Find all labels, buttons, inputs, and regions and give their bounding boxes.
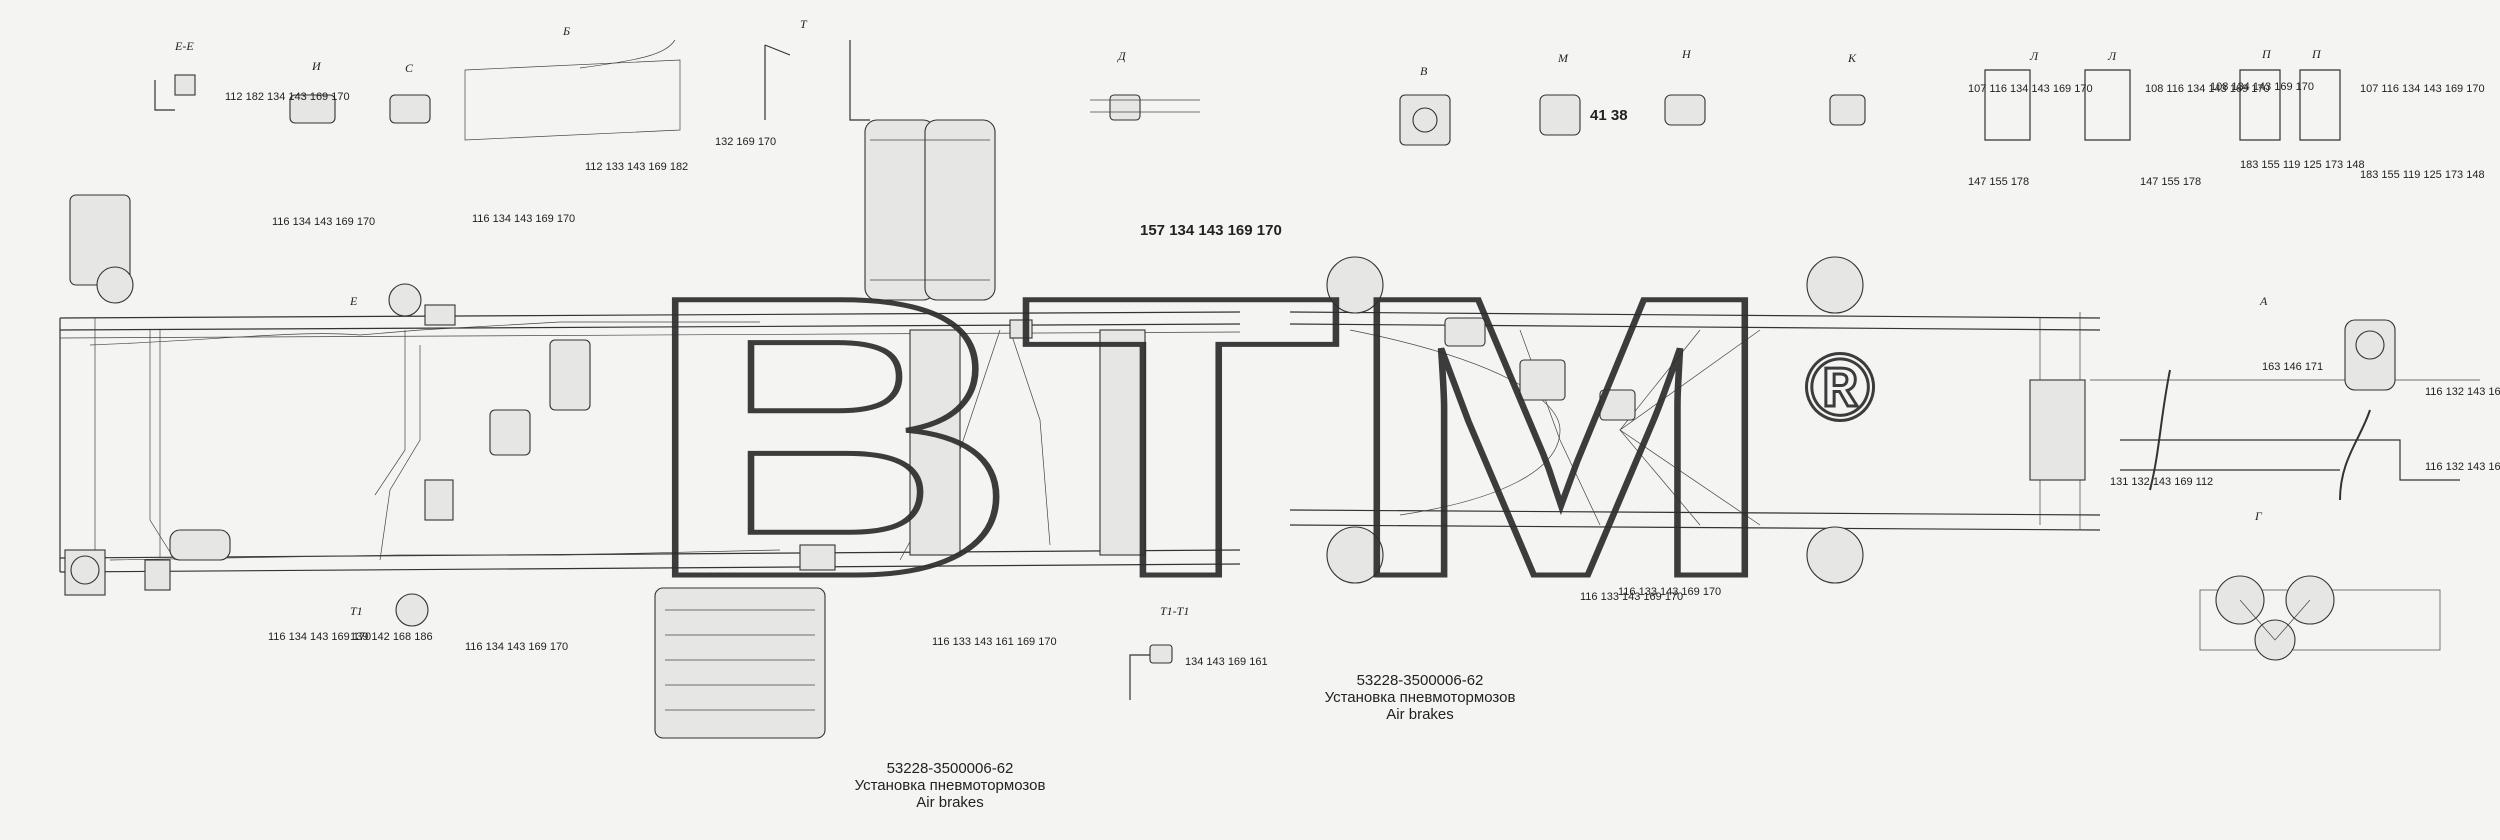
section-a-label: А	[2259, 294, 2268, 308]
rear-brake-chambers	[1326, 256, 1864, 584]
caption-left-number: 53228-3500006-62	[886, 760, 1014, 777]
label-a-right2: 116 132 143 169 112	[2425, 461, 2500, 473]
part-number-lists: 112 182 134 143 169 170 112 133 143 169 …	[225, 81, 2500, 668]
caption-right-en: Air brakes	[1386, 706, 1454, 723]
section-t-label: Т	[800, 17, 808, 31]
caption-right-ru: Установка пневмотормозов	[1324, 689, 1516, 706]
caption-left: 53228-3500006-62 Установка пневмотормозо…	[780, 760, 1120, 811]
label-t-list: 132 169 170	[715, 136, 776, 148]
btm-watermark: BTM ®	[638, 211, 1877, 663]
front-brake-components	[64, 194, 1033, 627]
section-i-label: И	[311, 59, 322, 73]
section-l1-label: Л	[2029, 49, 2039, 63]
detail-t1t1	[1129, 644, 1173, 700]
section-t1-label: Т1	[350, 604, 363, 618]
detail-a-right	[2090, 319, 2480, 501]
section-m-label: М	[1557, 51, 1569, 65]
label-b-list: 112 133 143 169 182	[585, 161, 688, 173]
label-l-low2: 147 155 178	[2140, 176, 2201, 188]
label-l-low1: 147 155 178	[1968, 176, 2029, 188]
right-chassis-frame	[1289, 311, 2101, 531]
section-k-label: К	[1847, 51, 1857, 65]
section-labels: Е-Е И С Б Т Д В М Н К Л Л П П А Г Т1-Т1 …	[174, 17, 2322, 618]
section-ee-label: Е-Е	[174, 39, 194, 53]
label-p-low2: 183 155 119 125 173 148	[2360, 169, 2485, 181]
label-c139: 139 142 168 186	[350, 631, 433, 643]
left-chassis-frame	[59, 311, 1241, 573]
watermark-text: BTM	[640, 213, 1780, 660]
label-c116g: 116 133 143 169 170	[1618, 586, 1721, 598]
air-receivers	[864, 119, 996, 301]
section-g-label: Г	[2254, 509, 2263, 523]
label-p-low1: 183 155 119 125 173 148	[2240, 159, 2365, 171]
label-l1-list: 107 116 134 143 169 170	[1968, 83, 2093, 95]
label-p1-list: 108 134 143 169 170	[2210, 81, 2314, 93]
watermark-registered: ®	[1805, 335, 1875, 441]
label-a-left: 131 132 143 169 112	[2110, 476, 2213, 488]
section-n-label: Н	[1681, 47, 1692, 61]
section-v-label: В	[1420, 64, 1428, 78]
label-c116b: 116 134 143 169 170	[472, 213, 575, 225]
label-a-right: 116 132 143 169	[2425, 386, 2500, 398]
section-e-label: Е	[349, 294, 358, 308]
section-p2-label: П	[2311, 47, 2322, 61]
label-ee-list: 112 182 134 143 169 170	[225, 91, 350, 103]
section-p1-label: П	[2261, 47, 2272, 61]
detail-views-top	[154, 39, 1200, 141]
label-c134: 134 143 169 161	[1185, 656, 1268, 668]
label-c116c: 116 134 143 169 170	[268, 631, 371, 643]
battery-box	[654, 587, 826, 739]
label-a-top: 163 146 171	[2262, 361, 2323, 373]
detail-views-middle	[1399, 69, 2341, 146]
section-t1t1-label: Т1-Т1	[1160, 604, 1189, 618]
section-d-label: Д	[1117, 49, 1127, 63]
caption-right: 53228-3500006-62 Установка пневмотормозо…	[1270, 672, 1570, 723]
caption-left-ru: Установка пневмотормозов	[854, 777, 1046, 794]
section-s-label: С	[405, 61, 414, 75]
section-b-label: Б	[562, 24, 570, 38]
label-c116d: 116 134 143 169 170	[465, 641, 568, 653]
detail-g	[2199, 575, 2441, 661]
label-big-list: 157 134 143 169 170	[1140, 222, 1282, 239]
label-m-nums: 41 38	[1590, 107, 1628, 124]
caption-left-en: Air brakes	[916, 794, 984, 811]
label-c116f: 116 133 143 169 170	[1580, 591, 1683, 603]
label-c116e: 116 133 143 161 169 170	[932, 636, 1057, 648]
label-p2-list: 107 116 134 143 169 170	[2360, 83, 2485, 95]
label-l2-list: 108 116 134 143 169 170	[2145, 83, 2270, 95]
label-c116a: 116 134 143 169 170	[272, 216, 375, 228]
caption-right-number: 53228-3500006-62	[1356, 672, 1484, 689]
section-l2-label: Л	[2107, 49, 2117, 63]
